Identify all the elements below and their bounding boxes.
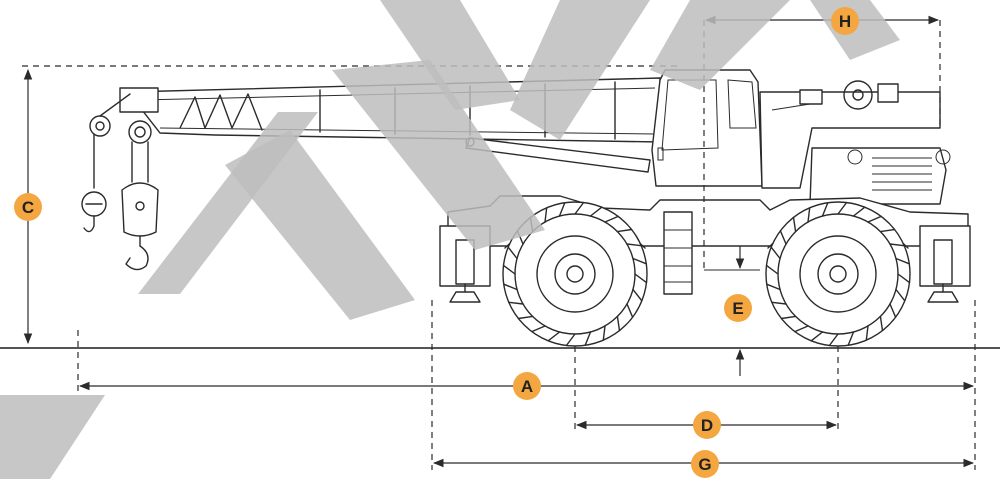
label-d: D bbox=[701, 416, 713, 435]
tread-mark bbox=[889, 303, 897, 318]
label-e: E bbox=[732, 299, 743, 318]
tread-mark bbox=[558, 201, 566, 217]
tread-mark bbox=[616, 315, 621, 332]
tread-mark bbox=[794, 325, 809, 333]
tread-mark bbox=[507, 246, 518, 260]
tread-mark bbox=[632, 288, 643, 302]
tread-mark bbox=[544, 207, 548, 223]
tread-mark bbox=[547, 331, 561, 342]
tread-mark bbox=[508, 301, 524, 305]
tread-mark bbox=[895, 288, 906, 302]
tread-mark bbox=[502, 264, 516, 275]
watermark bbox=[0, 0, 900, 479]
tread-mark bbox=[821, 201, 829, 217]
carrier-rear-housing bbox=[809, 147, 951, 205]
tread-mark bbox=[847, 331, 855, 346]
tread-mark bbox=[574, 201, 585, 215]
tread-mark bbox=[634, 273, 648, 284]
tread-mark bbox=[584, 331, 592, 346]
tread-mark bbox=[889, 243, 905, 247]
rear-wheel bbox=[765, 201, 911, 347]
tread-mark bbox=[837, 201, 848, 215]
tread-mark bbox=[807, 207, 811, 223]
tread-mark bbox=[770, 246, 781, 260]
tread-mark bbox=[897, 273, 911, 284]
tread-mark bbox=[771, 301, 787, 305]
label-h: H bbox=[839, 12, 851, 31]
tread-mark bbox=[565, 333, 576, 347]
badge-c: C bbox=[14, 193, 42, 221]
tread-mark bbox=[779, 230, 787, 245]
tread-mark bbox=[867, 215, 882, 223]
tread-mark bbox=[879, 228, 896, 233]
tread-mark bbox=[828, 333, 839, 347]
tread-mark bbox=[895, 257, 910, 265]
front-wheel bbox=[502, 201, 648, 347]
tread-mark bbox=[810, 331, 824, 342]
hook-small bbox=[81, 133, 107, 233]
badge-e: E bbox=[724, 294, 752, 322]
hook-large bbox=[121, 141, 159, 271]
badge-g: G bbox=[691, 450, 719, 478]
tread-mark bbox=[765, 264, 779, 275]
outrigger-rear bbox=[919, 225, 971, 303]
tread-mark bbox=[852, 206, 866, 217]
tread-mark bbox=[766, 283, 781, 291]
operator-cab bbox=[651, 69, 763, 187]
tread-mark bbox=[616, 228, 633, 233]
tread-mark bbox=[626, 303, 634, 318]
badge-d: D bbox=[693, 411, 721, 439]
tread-mark bbox=[632, 257, 647, 265]
tread-mark bbox=[865, 325, 869, 341]
tread-mark bbox=[602, 325, 606, 341]
tread-mark bbox=[503, 283, 518, 291]
badge-a: A bbox=[513, 372, 541, 400]
tread-mark bbox=[604, 215, 619, 223]
badge-h: H bbox=[831, 7, 859, 35]
tread-mark bbox=[517, 315, 534, 320]
label-g: G bbox=[698, 455, 711, 474]
counterweight-engine bbox=[759, 80, 941, 189]
tread-mark bbox=[531, 325, 546, 333]
tread-mark bbox=[780, 315, 797, 320]
label-a: A bbox=[521, 377, 533, 396]
label-c: C bbox=[22, 198, 34, 217]
tread-mark bbox=[589, 206, 603, 217]
tread-mark bbox=[879, 315, 884, 332]
tread-mark bbox=[626, 243, 642, 247]
tread-mark bbox=[792, 216, 797, 233]
